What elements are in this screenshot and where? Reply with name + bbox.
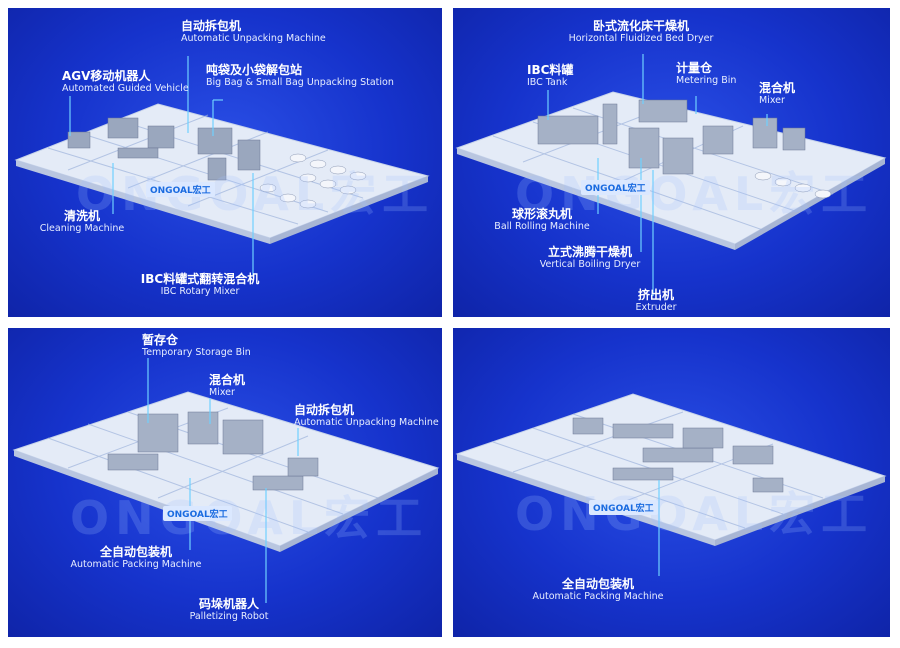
factory-floor-illustration [455,393,887,576]
factory-floor-illustration [12,358,440,603]
watermark-text: ONGOAL宏工 [515,487,874,541]
watermark-text: ONGOAL宏工 [70,491,429,545]
watermark-badge: ONGOAL宏工 [589,500,658,515]
watermark-badge: ONGOAL宏工 [163,506,232,521]
watermark-badge: ONGOAL宏工 [146,182,215,197]
factory-floor-illustration [14,56,430,276]
watermark-text: ONGOAL宏工 [515,167,874,221]
watermark-badge: ONGOAL宏工 [581,180,650,195]
watermark-text: ONGOAL宏工 [76,167,435,221]
